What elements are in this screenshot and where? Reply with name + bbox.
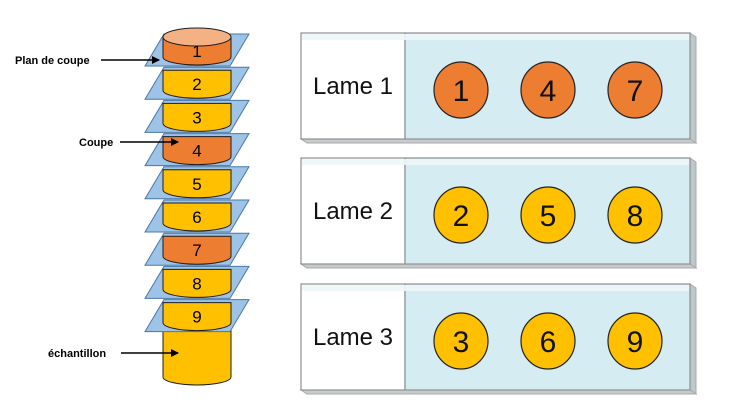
glass-slide: Lame 2 2 5 8 <box>299 157 698 269</box>
slice-number: 8 <box>192 274 201 293</box>
section-circle <box>520 61 576 119</box>
section-circle <box>433 61 489 119</box>
slice-disc <box>162 136 232 166</box>
slice-disc <box>162 268 232 298</box>
stack-slice: 7 <box>144 232 250 266</box>
slide-label: Lame 2 <box>313 198 393 225</box>
section-circle <box>607 312 663 370</box>
slide-label: Lame 1 <box>313 73 393 100</box>
slice-number: 1 <box>192 42 201 61</box>
slice-disc <box>162 169 232 199</box>
section-circle <box>607 61 663 119</box>
slice-disc <box>162 235 232 265</box>
slide-label: Lame 3 <box>313 324 393 351</box>
section-circle <box>520 186 576 244</box>
section-number: 1 <box>453 75 470 108</box>
stack-slice: 3 <box>144 99 250 133</box>
section-number: 9 <box>627 326 644 359</box>
slice-disc <box>162 102 232 132</box>
top-slice-surface <box>162 27 232 47</box>
stack-slice: 4 <box>144 133 250 167</box>
slide-label-area <box>300 157 406 265</box>
slice-disc <box>162 69 232 99</box>
slice-disc <box>162 302 232 332</box>
section-circle <box>520 312 576 370</box>
stack-slice: 5 <box>144 166 250 200</box>
echantillon-annotation: échantillon <box>48 348 179 360</box>
section-circle <box>607 186 663 244</box>
slice-number: 6 <box>192 208 201 227</box>
slice-number: 9 <box>192 308 201 327</box>
slice-number: 5 <box>192 175 201 194</box>
slice-disc <box>162 202 232 232</box>
stack-slice: 2 <box>144 66 250 100</box>
slice-number: 2 <box>192 75 201 94</box>
stack-slice: 6 <box>144 199 250 233</box>
glass-slide: Lame 1 1 4 7 <box>299 32 698 144</box>
sample-cylinder <box>162 321 232 386</box>
slice-number: 7 <box>192 241 201 260</box>
section-circle <box>433 312 489 370</box>
stack-slice: 8 <box>144 265 250 299</box>
glass-slide: Lame 3 3 6 9 <box>299 283 698 395</box>
section-circle <box>433 186 489 244</box>
plan-de-coupe-annotation: Plan de coupe <box>15 55 160 67</box>
section-number: 2 <box>453 200 470 233</box>
section-number: 6 <box>540 326 557 359</box>
section-number: 8 <box>627 200 644 233</box>
stack-slice: 1 <box>144 27 250 67</box>
slide-label-area <box>300 283 406 391</box>
slice-number: 4 <box>192 142 201 161</box>
plan-de-coupe-label: Plan de coupe <box>15 55 90 67</box>
sample-stack: 9 8 7 6 5 4 3 2 1 <box>144 27 250 386</box>
section-number: 4 <box>540 75 557 108</box>
slide-label-area <box>300 32 406 140</box>
stack-slice: 9 <box>144 299 250 333</box>
coupe-annotation: Coupe <box>79 137 179 149</box>
section-number: 3 <box>453 326 470 359</box>
section-number: 5 <box>540 200 557 233</box>
slice-number: 3 <box>192 108 201 127</box>
section-number: 7 <box>627 75 644 108</box>
coupe-label: Coupe <box>79 137 113 149</box>
echantillon-label: échantillon <box>48 348 106 360</box>
